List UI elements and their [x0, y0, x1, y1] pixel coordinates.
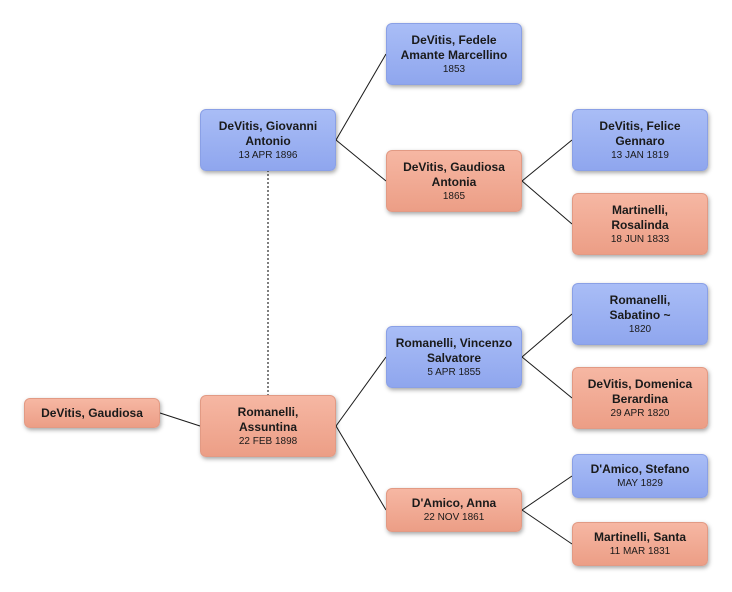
person-name: DeVitis, Gaudiosa	[41, 405, 143, 420]
person-date: 5 APR 1855	[427, 366, 481, 378]
person-box-great-grandfather-mmf[interactable]: D'Amico, Stefano MAY 1829	[572, 454, 708, 498]
person-date: 29 APR 1820	[610, 407, 670, 419]
person-box-father[interactable]: DeVitis, Giovanni Antonio 13 APR 1896	[200, 109, 336, 171]
person-name: DeVitis, Giovanni Antonio	[218, 118, 318, 148]
person-date: 1853	[442, 63, 466, 75]
link-mf-mfm	[521, 356, 573, 399]
person-box-great-grandfather-fmf[interactable]: DeVitis, Felice Gennaro 13 JAN 1819	[572, 109, 708, 171]
person-name: DeVitis, Domenica Berardina	[587, 376, 693, 406]
link-mf-mff	[521, 313, 573, 358]
person-name: Martinelli, Santa	[593, 530, 687, 544]
link-father-fm	[335, 139, 387, 182]
link-mother-mm	[335, 425, 387, 511]
person-box-great-grandfather-mff[interactable]: Romanelli, Sabatino ~ 1820	[572, 283, 708, 345]
link-father-ff	[335, 53, 387, 141]
person-box-maternal-grandfather[interactable]: Romanelli, Vincenzo Salvatore 5 APR 1855	[386, 326, 522, 388]
link-mother-mf	[335, 356, 387, 427]
link-mm-mmm	[521, 509, 573, 545]
person-box-maternal-grandmother[interactable]: D'Amico, Anna 22 NOV 1861	[386, 488, 522, 532]
person-name: Romanelli, Sabatino ~	[609, 292, 671, 322]
person-box-paternal-grandfather[interactable]: DeVitis, Fedele Amante Marcellino 1853	[386, 23, 522, 85]
person-box-great-grandmother-mmm[interactable]: Martinelli, Santa 11 MAR 1831	[572, 522, 708, 566]
person-name: Martinelli, Rosalinda	[611, 202, 669, 232]
person-date: 22 NOV 1861	[423, 512, 485, 523]
person-date: 13 JAN 1819	[611, 149, 669, 161]
link-subject-mother	[159, 412, 201, 427]
person-name: DeVitis, Felice Gennaro	[599, 118, 681, 148]
person-date: 18 JUN 1833	[610, 233, 670, 245]
person-name: Romanelli, Assuntina	[237, 404, 299, 434]
person-date: MAY 1829	[617, 478, 663, 489]
person-box-subject[interactable]: DeVitis, Gaudiosa	[24, 398, 160, 428]
person-date: 1820	[628, 323, 652, 335]
link-fm-fmm	[521, 180, 573, 225]
person-box-great-grandmother-fmm[interactable]: Martinelli, Rosalinda 18 JUN 1833	[572, 193, 708, 255]
link-mm-mmf	[521, 475, 573, 511]
person-name: D'Amico, Stefano	[590, 462, 690, 476]
person-name: DeVitis, Gaudiosa Antonia	[403, 159, 505, 189]
person-box-mother[interactable]: Romanelli, Assuntina 22 FEB 1898	[200, 395, 336, 457]
person-box-great-grandmother-mfm[interactable]: DeVitis, Domenica Berardina 29 APR 1820	[572, 367, 708, 429]
person-box-paternal-grandmother[interactable]: DeVitis, Gaudiosa Antonia 1865	[386, 150, 522, 212]
person-date: 1865	[442, 190, 466, 202]
link-fm-fmf	[521, 139, 573, 182]
person-date: 11 MAR 1831	[609, 546, 671, 557]
person-name: DeVitis, Fedele Amante Marcellino	[400, 32, 508, 62]
person-date: 13 APR 1896	[238, 149, 298, 161]
person-date: 22 FEB 1898	[238, 435, 298, 447]
person-name: Romanelli, Vincenzo Salvatore	[395, 335, 513, 365]
person-name: D'Amico, Anna	[411, 496, 497, 510]
